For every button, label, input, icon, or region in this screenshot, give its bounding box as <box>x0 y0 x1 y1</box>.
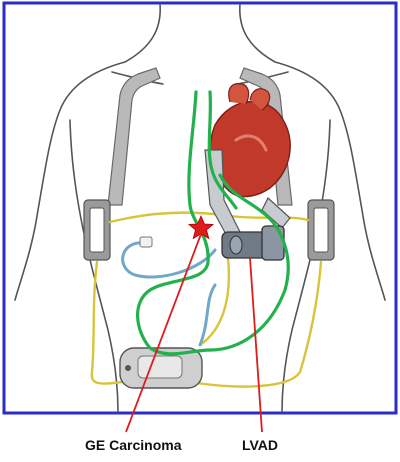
pointer-line-lvad <box>249 257 263 433</box>
outflow-tubing <box>121 241 217 347</box>
star-icon <box>187 215 215 240</box>
pointer-line-ge <box>125 233 202 433</box>
tubing-connector <box>139 236 153 248</box>
battery-pack-right <box>307 199 335 261</box>
figure-frame <box>2 1 398 415</box>
battery-pack-left <box>83 199 111 261</box>
label-lvad: LVAD <box>242 437 279 453</box>
lvad-pump-icon <box>221 225 285 261</box>
label-ge-carcinoma: GE Carcinoma <box>85 437 182 453</box>
stomach-outline <box>136 90 290 356</box>
